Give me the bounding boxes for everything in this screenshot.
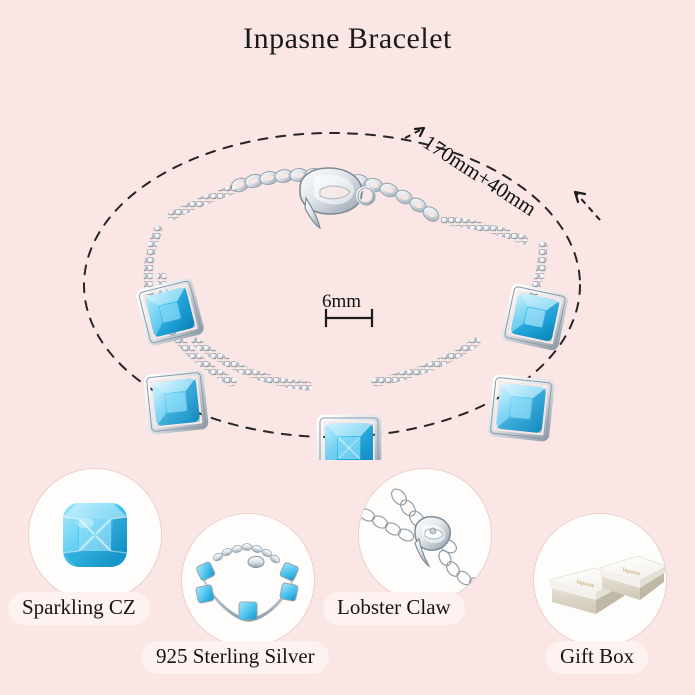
lobster-claw-clasp <box>299 167 376 230</box>
gift-box-icon: Inpasne Inpasne <box>548 555 666 614</box>
hero-product-illustration <box>0 80 695 460</box>
gemstone-right <box>487 374 555 442</box>
feature-label-lobster-claw: Lobster Claw <box>323 592 465 625</box>
prong-setting <box>501 283 569 351</box>
feature-label-sparkling-cz: Sparkling CZ <box>8 592 150 625</box>
gemstone-left <box>143 369 209 435</box>
prong-setting <box>143 369 209 435</box>
feature-label-sterling-silver: 925 Sterling Silver <box>142 641 329 674</box>
page-title: Inpasne Bracelet <box>243 22 452 55</box>
stone-size-bracket <box>324 308 374 328</box>
feature-thumbnail-lobster-claw <box>358 468 492 602</box>
chain-bottom-left <box>191 337 313 391</box>
chain-left-upper <box>167 185 237 221</box>
prong-setting <box>316 414 382 460</box>
stone-size-label: 6mm <box>322 291 362 312</box>
length-dimension-arrows <box>404 126 601 221</box>
feature-thumbnail-sterling-silver <box>181 513 315 647</box>
feature-thumbnail-gift-box: Inpasne Inpasne <box>533 513 667 647</box>
chain-bottom-right <box>371 337 481 387</box>
svg-text:Inpasne: Inpasne <box>622 567 642 577</box>
feature-label-gift-box: Gift Box <box>546 641 649 674</box>
chain-left-lower <box>165 323 237 387</box>
dashed-outline-ellipse <box>83 132 581 438</box>
prong-setting <box>487 374 555 442</box>
gemstone-upper-right <box>501 283 569 351</box>
feature-thumbnail-sparkling-cz <box>28 468 162 602</box>
prong-setting <box>136 278 204 346</box>
gemstone-center <box>316 414 382 460</box>
chain-right-upper <box>440 215 529 245</box>
svg-text:Inpasne: Inpasne <box>576 579 596 589</box>
cushion-cut-gem-icon <box>62 503 128 567</box>
bracelet-icon <box>195 543 300 622</box>
gemstone-upper-left <box>136 278 204 346</box>
